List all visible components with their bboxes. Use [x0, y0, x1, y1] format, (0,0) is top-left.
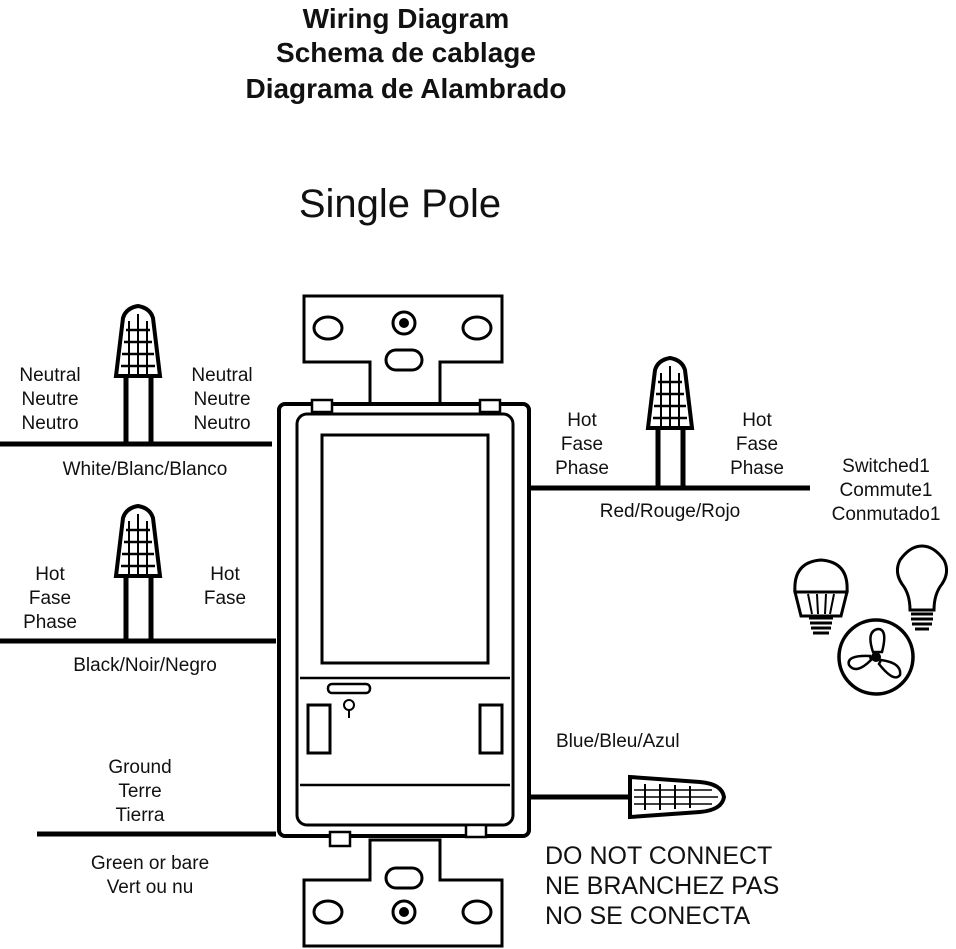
diagram-subtitle: Single Pole	[298, 182, 502, 226]
white-wire-label: White/Blanc/Blanco	[62, 459, 228, 480]
hot-load-connector	[530, 356, 810, 491]
blue-wire-label: Blue/Bleu/Azul	[556, 731, 680, 752]
red-wire-label: Red/Rouge/Rojo	[599, 501, 741, 522]
title-en: Wiring Diagram	[302, 3, 510, 34]
title-es: Diagrama de Alambrado	[245, 73, 567, 104]
black-wire-label: Black/Noir/Negro	[73, 655, 217, 676]
title-fr: Schema de cablage	[276, 37, 536, 68]
wire-nut-icon	[646, 356, 694, 430]
hot-line-connector	[0, 504, 276, 644]
blue-wire-connector	[530, 774, 727, 820]
incandescent-bulb-icon	[895, 544, 949, 631]
led-bulb-icon	[793, 558, 849, 635]
ceiling-fan-icon	[837, 618, 915, 696]
wire-nut-icon	[114, 304, 162, 378]
dimmer-switch-device	[277, 294, 531, 948]
wire-nut-icon	[114, 504, 162, 578]
neutral-connector	[0, 304, 272, 447]
